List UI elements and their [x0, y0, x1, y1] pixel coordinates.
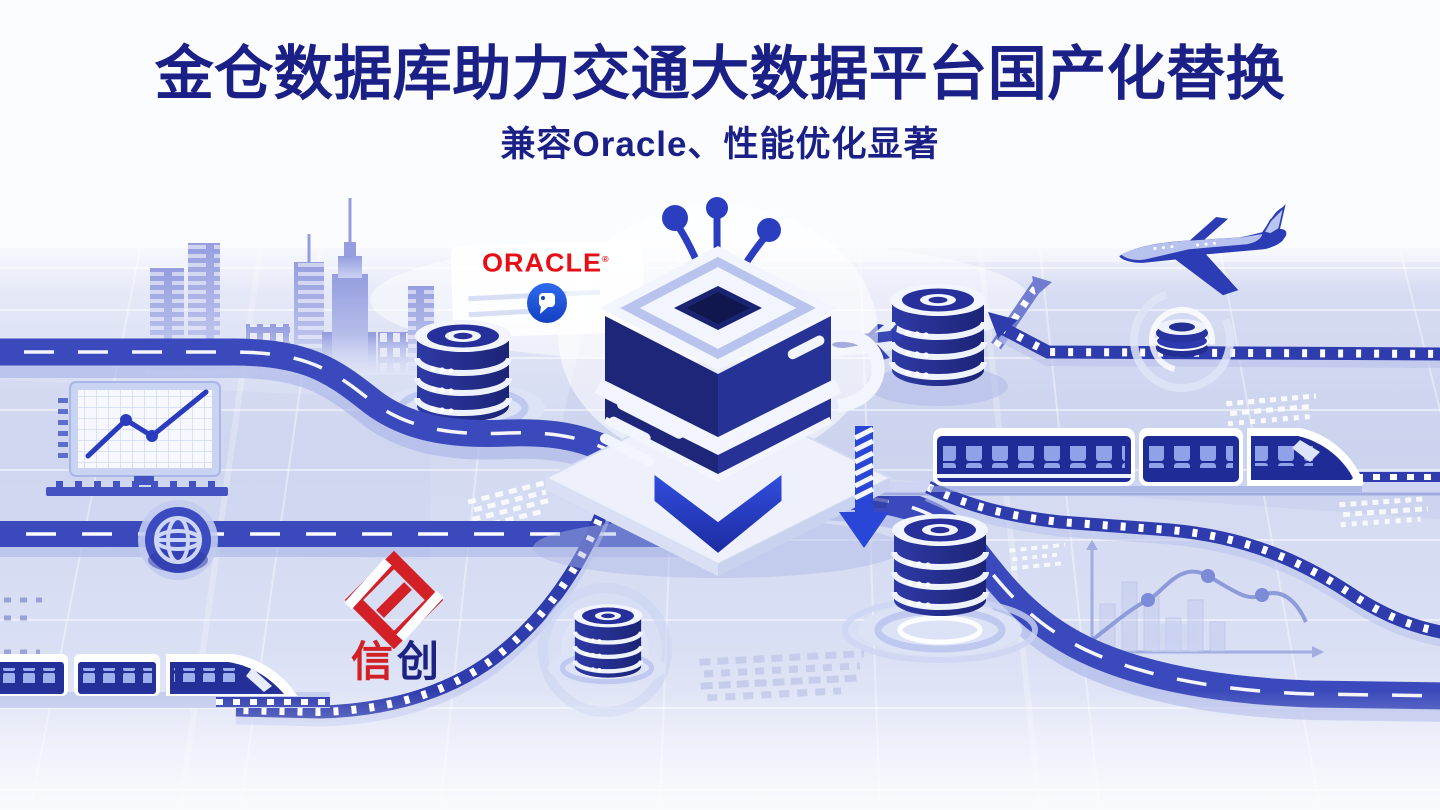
globe-icon: [138, 500, 218, 580]
railway-track-curve-icon: [924, 472, 1440, 647]
railway-track-top-icon: [988, 276, 1440, 368]
down-chevron-icon: [649, 465, 787, 560]
line-chart-monitor-icon: [46, 381, 228, 496]
registered-mark: ®: [602, 254, 610, 264]
oracle-wordmark: ORACLE®: [482, 249, 622, 278]
xinchuang-wordmark: 信创: [330, 628, 464, 689]
high-speed-train-icon: [930, 428, 1364, 492]
page-title: 金仓数据库助力交通大数据平台国产化替换: [154, 41, 1286, 107]
xinchuang-char-2: 创: [397, 638, 444, 685]
striped-down-arrow-icon: [839, 426, 889, 548]
database-cylinder-icon-3: [842, 514, 1038, 663]
xinchuang-knot-icon: [344, 550, 444, 650]
database-cylinder-icon-2: [868, 284, 1008, 406]
bottom-fog: [0, 690, 1440, 810]
xinchuang-char-1: 信: [350, 638, 397, 685]
central-database-cube-icon: [533, 197, 903, 578]
page-subtitle: 兼容Oracle、性能优化显著: [500, 125, 940, 164]
airplane-icon: [1119, 204, 1287, 296]
coin-stack-icon: [1130, 288, 1234, 392]
highway-road-straight-icon: [0, 521, 700, 557]
oracle-text: ORACLE: [482, 248, 602, 278]
oracle-migration-badge-icon: [527, 283, 567, 323]
